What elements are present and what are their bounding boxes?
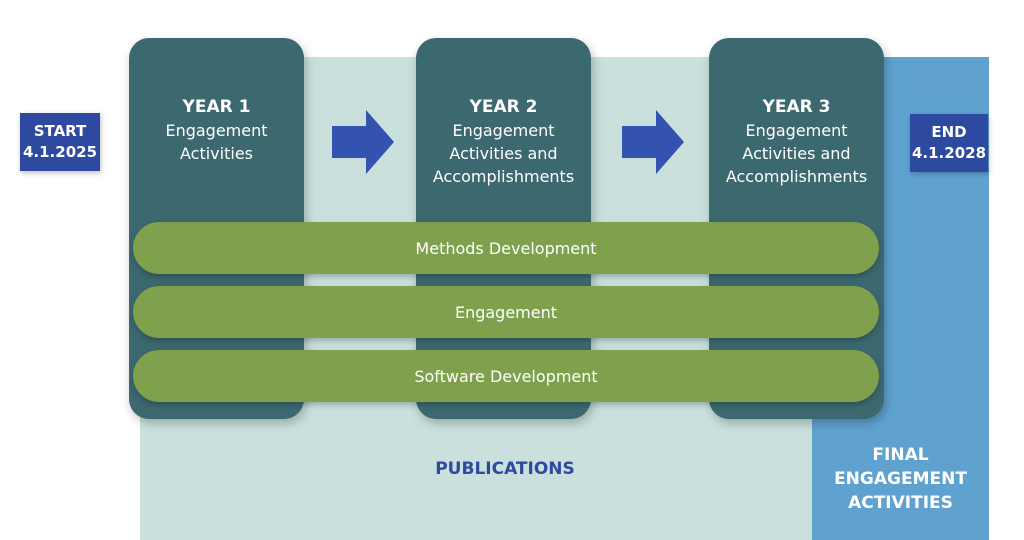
final-engagement-label: FINAL ENGAGEMENT ACTIVITIES <box>812 443 989 515</box>
right-arrow-icon <box>332 110 394 174</box>
year-2-heading: YEAR 2 <box>469 97 538 117</box>
year-2-line-3: Accomplishments <box>432 167 575 186</box>
year-1-line-2: Activities <box>180 144 253 163</box>
year-1-description: Engagement Activities <box>129 119 304 165</box>
year-2-line-2: Activities and <box>449 144 558 163</box>
year-3-heading: YEAR 3 <box>762 97 831 117</box>
end-label: END <box>931 123 967 141</box>
end-badge: END 4.1.2028 <box>910 114 988 172</box>
year-2-description: Engagement Activities and Accomplishment… <box>416 119 591 188</box>
year-3-line-3: Accomplishments <box>725 167 868 186</box>
right-arrow-icon <box>622 110 684 174</box>
end-date: 4.1.2028 <box>911 144 987 162</box>
start-badge: START 4.1.2025 <box>20 113 100 171</box>
year-2-line-1: Engagement <box>452 121 555 140</box>
year-1-heading: YEAR 1 <box>182 97 251 117</box>
final-label-line-2: ENGAGEMENT <box>834 469 967 489</box>
start-date: 4.1.2025 <box>22 143 98 161</box>
year-1-line-1: Engagement <box>165 121 268 140</box>
final-label-line-3: ACTIVITIES <box>848 493 953 513</box>
software-development-bar: Software Development <box>133 350 879 402</box>
year-3-line-2: Activities and <box>742 144 851 163</box>
year-3-description: Engagement Activities and Accomplishment… <box>709 119 884 188</box>
final-label-line-1: FINAL <box>872 445 929 465</box>
year-3-line-1: Engagement <box>745 121 848 140</box>
publications-label: PUBLICATIONS <box>435 459 575 479</box>
start-label: START <box>33 122 87 140</box>
engagement-bar: Engagement <box>133 286 879 338</box>
methods-development-bar: Methods Development <box>133 222 879 274</box>
